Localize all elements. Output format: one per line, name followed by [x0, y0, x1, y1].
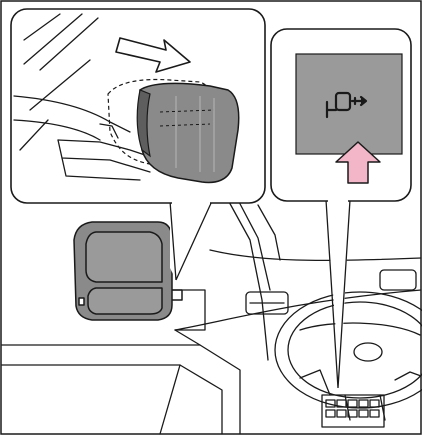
side-mirror-exterior — [74, 222, 182, 320]
mirror-indicator — [79, 298, 84, 305]
mirror-glass-upper — [86, 232, 162, 282]
mirror-folded — [140, 83, 239, 182]
mirror-glass-lower — [88, 288, 162, 314]
